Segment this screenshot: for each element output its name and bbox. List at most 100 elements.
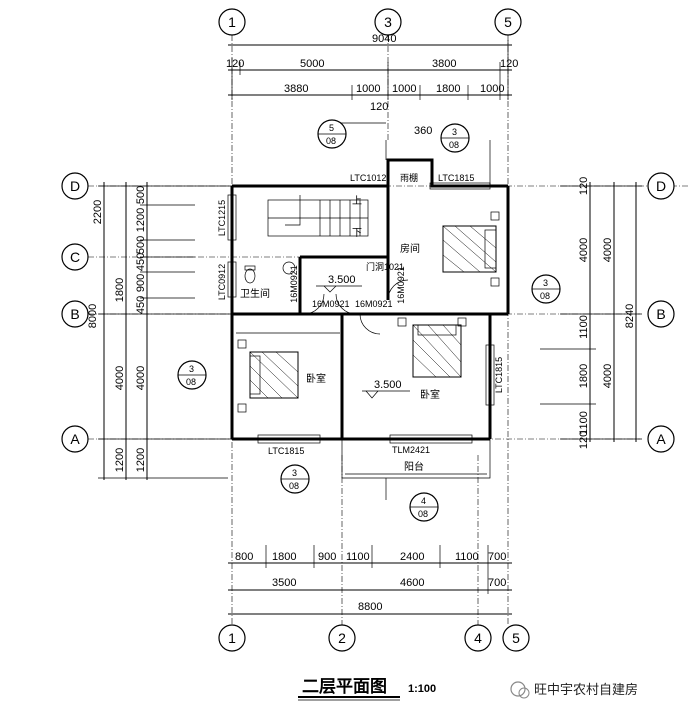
svg-text:B: B	[656, 306, 665, 322]
dim-left-inner-2: 500	[135, 236, 147, 254]
dim-bot-r1-4: 2400	[400, 551, 424, 563]
room-label-balcony: 阳台	[404, 460, 424, 473]
window-ltc1215: LTC1215	[217, 200, 227, 236]
dim-top-r2-0: 120	[226, 58, 244, 70]
dim-bot-r2-2: 700	[488, 577, 506, 589]
window-ltc1815-right: LTC1815	[494, 357, 504, 393]
bathroom-fixtures	[244, 261, 296, 284]
axis-left-C: C	[61, 243, 89, 271]
drawing-title: 二层平面图	[302, 677, 387, 697]
svg-text:5: 5	[504, 14, 512, 30]
dim-bot-r2-0: 3500	[272, 577, 296, 589]
svg-text:D: D	[656, 178, 666, 194]
dim-right-inner-1: 4000	[578, 238, 590, 262]
dim-top-r3-0: 3880	[284, 83, 308, 95]
bed-room-3	[397, 317, 467, 378]
detail-callout-4-bottom: 4 08	[409, 492, 439, 522]
dim-top-extra-1: 360	[414, 125, 432, 137]
drawing-scale: 1:100	[408, 683, 436, 695]
dim-right-outer-1: 4000	[602, 364, 614, 388]
level-mark-bedroom: 3.500	[374, 379, 402, 391]
svg-text:3: 3	[292, 468, 297, 478]
svg-text:1: 1	[228, 630, 236, 646]
axis-top-1: 1	[218, 8, 246, 36]
axis-right-D: D	[647, 172, 675, 200]
svg-text:C: C	[70, 249, 80, 265]
svg-text:08: 08	[186, 377, 196, 387]
dim-left-inner-7: 1200	[135, 448, 147, 472]
room-label-bedroom-left: 卧室	[306, 372, 326, 385]
dim-top-r3-3: 1800	[436, 83, 460, 95]
dim-bot-r1-6: 700	[488, 551, 506, 563]
axis-bottom-5: 5	[502, 624, 530, 652]
stairs: 上 下	[267, 195, 369, 239]
svg-text:1: 1	[228, 14, 236, 30]
dim-top-r2-1: 5000	[300, 58, 324, 70]
dim-bot-r1-3: 1100	[346, 551, 370, 563]
svg-text:08: 08	[540, 291, 550, 301]
dim-left-outer-0: 2200	[92, 200, 104, 224]
room-label-bedroom-right: 卧室	[420, 388, 440, 401]
dim-top-total: 9040	[372, 33, 396, 45]
svg-text:5: 5	[512, 630, 520, 646]
svg-text:3: 3	[189, 364, 194, 374]
detail-callout-3-left: 3 08	[177, 360, 207, 390]
dim-right-inner-3: 1800	[578, 364, 590, 388]
dim-right-inner-4: 1100	[578, 411, 590, 435]
axis-bottom-1: 1	[218, 624, 246, 652]
dim-bot-r1-2: 900	[318, 551, 336, 563]
dim-left-inner-6: 4000	[135, 366, 147, 390]
dim-left-outer-1: 1800	[114, 278, 126, 302]
svg-text:4: 4	[474, 630, 482, 646]
svg-text:5: 5	[329, 123, 334, 133]
beds	[237, 211, 500, 413]
level-marks: 3.500 3.500	[316, 274, 410, 399]
axis-left-A: A	[61, 425, 89, 453]
room-label-fangjian: 房间	[400, 242, 420, 255]
dim-top-r3-2: 1000	[392, 83, 416, 95]
detail-callout-5-top: 5 08	[317, 119, 347, 149]
dim-bot-r2-1: 4600	[400, 577, 424, 589]
svg-text:D: D	[70, 178, 80, 194]
axis-bottom-4: 4	[464, 624, 492, 652]
axis-left-D: D	[61, 172, 89, 200]
dim-bot-r1-0: 800	[235, 551, 253, 563]
bed-room-2	[237, 339, 299, 413]
axis-left-B: B	[61, 300, 89, 328]
dim-top-extra-0: 120	[370, 101, 388, 113]
window-ltc1815-bottom: LTC1815	[268, 446, 304, 456]
top-dimensions: 9040 120 5000 3800 120 3880 1000 1000 18…	[226, 33, 518, 137]
dim-bot-r1-1: 1800	[272, 551, 296, 563]
left-dimensions: 2200 1800 4000 1200 500 1200 500 450 900…	[87, 182, 232, 480]
svg-text:3: 3	[452, 127, 457, 137]
svg-text:08: 08	[418, 509, 428, 519]
svg-text:3: 3	[543, 278, 548, 288]
dim-left-outer-3: 1200	[114, 448, 126, 472]
dim-right-inner-5: 120	[578, 431, 590, 449]
window-ltc1815-top: LTC1815	[438, 173, 474, 183]
window-ltc0912: LTC0912	[217, 264, 227, 300]
watermark: 旺中宇农村自建房	[510, 681, 638, 699]
level-mark-hall: 3.500	[328, 274, 356, 286]
detail-callouts: 5 08 3 08 3 08 3 08 3 08	[177, 119, 561, 522]
dim-top-r3-4: 1000	[480, 83, 504, 95]
detail-callout-3-bottom: 3 08	[280, 464, 310, 494]
svg-text:3: 3	[384, 14, 392, 30]
wechat-icon	[510, 681, 526, 697]
stair-down-label: 下	[352, 228, 362, 239]
bottom-dimensions: 800 1800 900 1100 2400 1100 700 3500 460…	[228, 545, 512, 615]
door-16m0921-d: 16M0921	[289, 265, 299, 303]
brand-watermark-text: 旺中宇农村自建房	[534, 682, 638, 698]
axis-top-3: 3	[374, 8, 402, 36]
svg-text:4: 4	[421, 496, 426, 506]
dim-right-outer-0: 4000	[602, 238, 614, 262]
dim-left-inner-5: 450	[135, 296, 147, 314]
axis-right-A: A	[647, 425, 675, 453]
dim-top-r2-2: 3800	[432, 58, 456, 70]
svg-text:B: B	[70, 306, 79, 322]
svg-text:A: A	[656, 431, 666, 447]
bed-room-1	[442, 211, 500, 287]
walls	[230, 122, 510, 500]
axis-bottom-2: 2	[328, 624, 356, 652]
